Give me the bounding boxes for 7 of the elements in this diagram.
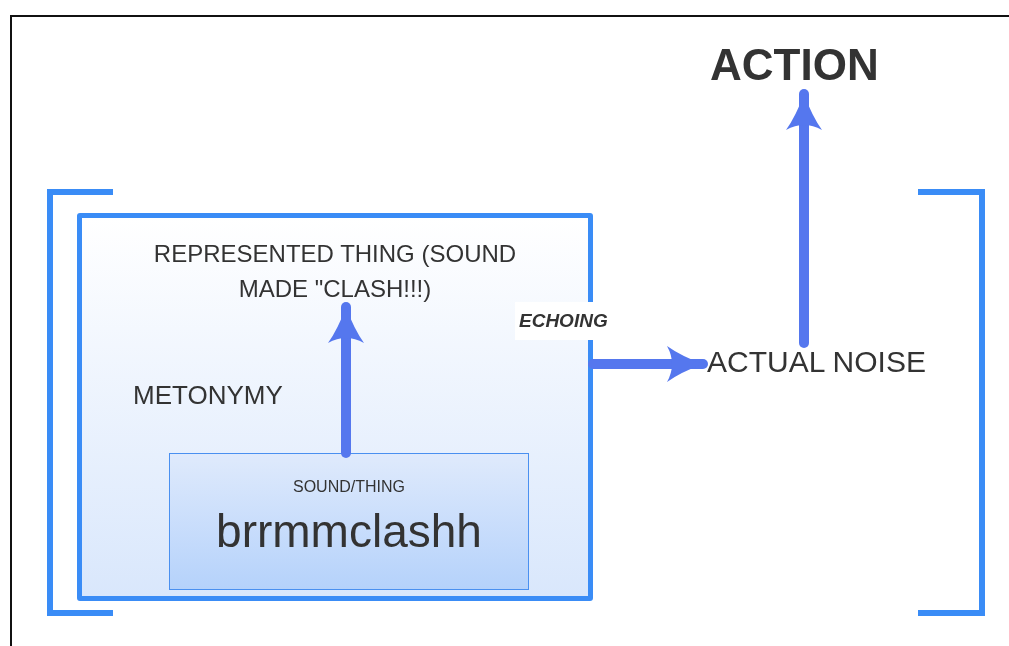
node-label: ACTION bbox=[710, 40, 879, 90]
node-heading: REPRESENTED THING (SOUND MADE "CLASH!!!) bbox=[152, 239, 518, 304]
node-label: ACTUAL NOISE bbox=[707, 345, 926, 379]
process-box bbox=[169, 453, 529, 590]
label: METONYMY bbox=[133, 380, 283, 411]
node-label: brrmmclashh bbox=[215, 504, 483, 558]
node-heading: SOUND/THING bbox=[292, 478, 406, 496]
